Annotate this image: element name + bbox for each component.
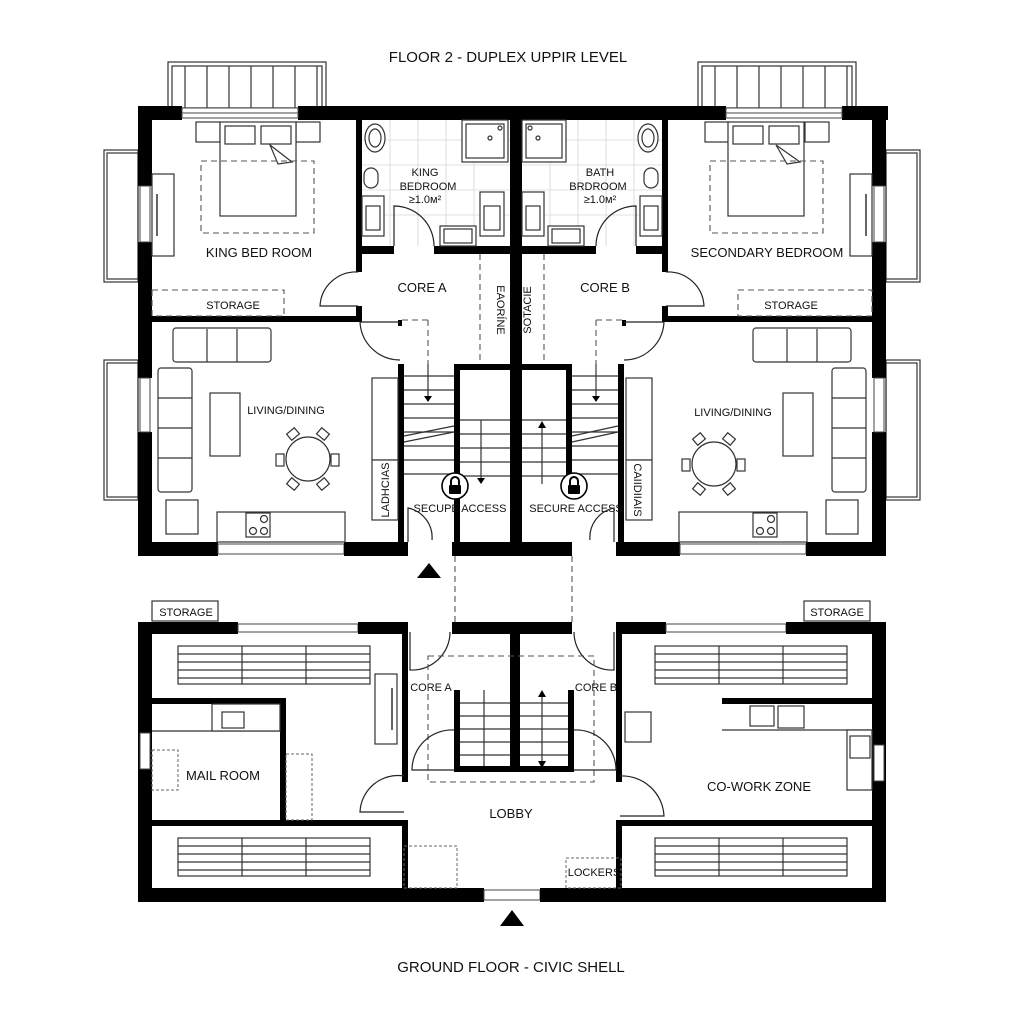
upper-floor-title: FLOOR 2 - DUPLEX UPPIR LEVEL: [389, 49, 627, 66]
cabinet-label: LADHCIAS: [380, 462, 392, 517]
bath-fixtures-right: [521, 119, 663, 247]
bath-door-right: [595, 205, 637, 247]
balcony-left: [167, 61, 327, 109]
lockers-label: LOCKERS: [568, 867, 621, 879]
stair-ground: [460, 690, 568, 768]
storage-tag-left: STORAGE: [159, 607, 213, 619]
room-label-mail-room: MAIL ROOM: [186, 768, 260, 783]
sink-icon: [637, 123, 659, 153]
bath-label: BRDROOM: [569, 181, 626, 193]
core-side-label: EAORÍNE: [494, 285, 507, 335]
bath-area: ≥1.0м²: [409, 194, 442, 206]
dining-table-icon: [691, 441, 737, 487]
shower-icon: [521, 119, 567, 163]
sink-icon: [221, 711, 245, 729]
north-arrow-icon: [417, 563, 441, 578]
coffee-table: [209, 392, 241, 457]
side-balcony: [885, 149, 921, 283]
upper-walls: [138, 106, 888, 556]
dining-table-icon: [285, 436, 331, 482]
coffee-table: [782, 392, 814, 457]
room-label-king-bedroom: KING BED ROOM: [206, 245, 312, 260]
sofa-icon: [831, 367, 867, 493]
core-a-label: CORE A: [397, 280, 446, 295]
sink-icon: [364, 123, 386, 153]
bath-fixtures-left: [361, 119, 509, 247]
storage-label: STORAGE: [764, 300, 818, 312]
sink-icon: [777, 705, 805, 729]
side-balcony: [103, 359, 139, 501]
bath-label: BATH: [586, 167, 615, 179]
room-label-living-right: LIVING/DINING: [694, 407, 772, 419]
bath-door-left: [393, 205, 435, 247]
living-dining-right: LIVING/DINING: [678, 327, 867, 543]
upper-floor: KING BEDROOM ≥1.0м² BATH BRDROOM ≥1.0м² …: [103, 61, 921, 556]
entrance-arrow-icon: [500, 910, 524, 926]
bath-area: ≥1.0м²: [584, 194, 617, 206]
room-label-cowork: CO-WORK ZONE: [707, 779, 811, 794]
storage-tag-right: STORAGE: [810, 607, 864, 619]
room-label-secondary-bedroom: SECONDARY BEDROOM: [691, 245, 844, 260]
sofa-icon: [752, 327, 852, 363]
ground-floor-title: GROUND FLOOR - CIVIC SHELL: [397, 959, 625, 976]
sofa-icon: [172, 327, 272, 363]
core-b-label: CORE B: [580, 280, 630, 295]
stove-icon: [749, 705, 775, 727]
king-bedroom: KING BED ROOM STORAGE: [151, 121, 321, 317]
bath-label: BEDROOM: [400, 181, 457, 193]
main-entrance: [483, 889, 541, 901]
toilet-icon: [643, 167, 659, 189]
sofa-icon: [157, 367, 193, 493]
storage-label: STORAGE: [206, 300, 260, 312]
ground-floor: STORAGE STORAGE: [138, 600, 886, 926]
bed-icon: [727, 121, 805, 217]
side-balcony: [103, 149, 139, 283]
bedroom-door-right: [665, 271, 705, 307]
secure-access-label: SECUPE ACCESS: [414, 503, 507, 515]
lock-icon: [560, 472, 588, 500]
stair-left: [403, 364, 510, 484]
cabinet-label: CAIIDIIAIS: [631, 463, 643, 516]
core-door-right: [623, 321, 665, 361]
core-door-left: [359, 321, 401, 361]
secondary-bedroom: SECONDARY BEDROOM STORAGE: [691, 121, 873, 317]
room-label-living-left: LIVING/DINING: [247, 405, 325, 417]
bench-rows: [177, 645, 848, 877]
room-label-lobby: LOBBY: [489, 806, 533, 821]
core-b-label-ground: CORE B: [575, 682, 617, 694]
balcony-right: [697, 61, 857, 109]
side-balcony: [885, 359, 921, 501]
secure-access-label: SECURE ACCESS: [529, 503, 623, 515]
core-side-label: SOTACIE: [522, 286, 534, 333]
living-dining-left: LIVING/DINING: [157, 327, 346, 543]
bed-icon: [219, 121, 297, 217]
shower-icon: [461, 119, 509, 163]
stair-right: [522, 364, 619, 484]
toilet-icon: [363, 167, 379, 189]
bath-label: KING: [412, 167, 439, 179]
kitchen-counter: [678, 511, 808, 543]
bedroom-door-left: [319, 271, 359, 307]
core-a-label-ground: CORE A: [410, 682, 452, 694]
kitchen-counter: [216, 511, 346, 543]
lock-icon: [441, 472, 469, 500]
